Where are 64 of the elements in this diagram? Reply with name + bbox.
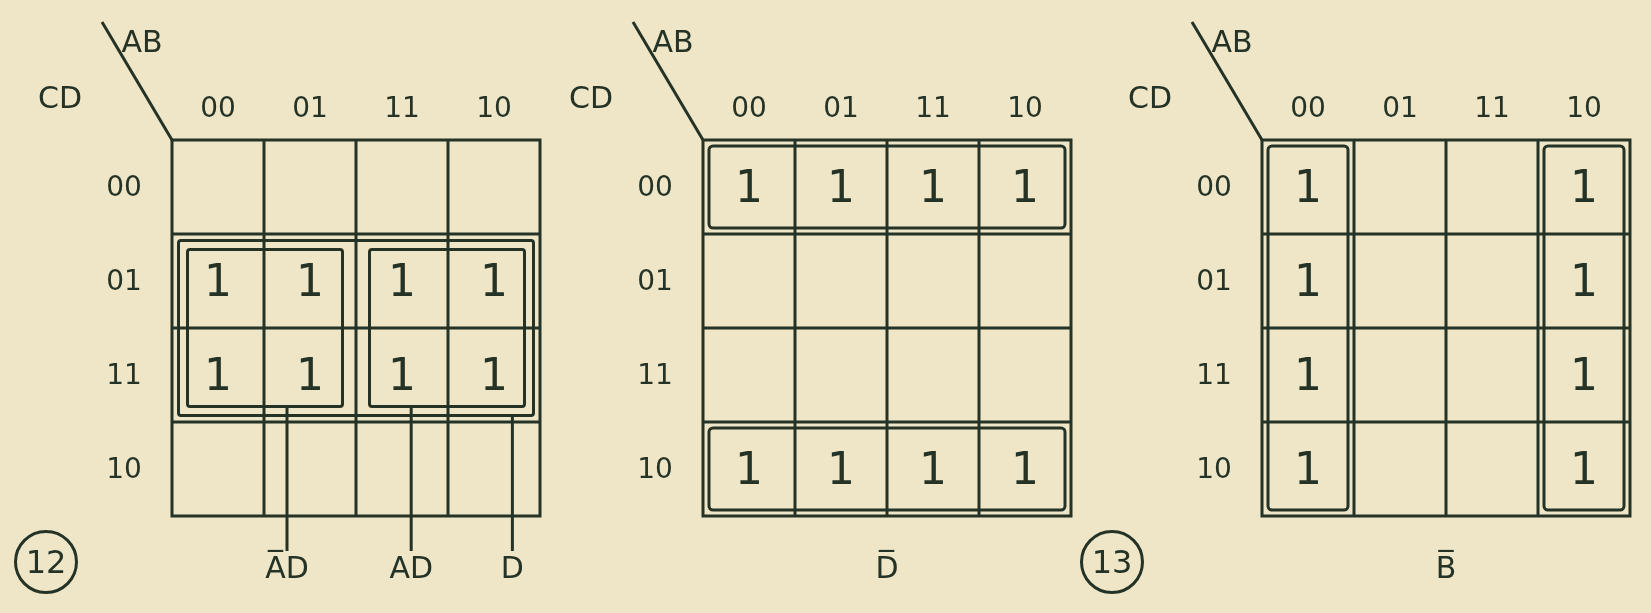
row-variables: CD [1127,83,1173,113]
column-variables: AB [121,27,163,57]
cell-value: 1 [735,165,763,209]
group-outline [368,248,526,408]
column-header: 11 [915,94,951,122]
column-header: 10 [476,94,512,122]
group-outline [177,239,535,417]
cell-value: 1 [1294,259,1322,303]
cell-value: 1 [1011,165,1039,209]
cell-value: 1 [1570,447,1598,491]
cell-value: 1 [1294,353,1322,397]
cell-value: 1 [735,447,763,491]
column-header: 10 [1007,94,1043,122]
circled-number: 13 [1080,530,1144,594]
row-variables: CD [37,83,83,113]
column-header: 01 [292,94,328,122]
cell-value: 1 [919,447,947,491]
row-header: 10 [1196,455,1232,483]
circled-number: 12 [14,530,78,594]
row-header: 11 [106,361,142,389]
column-header: 00 [731,94,767,122]
row-header: 01 [1196,267,1232,295]
cell-value: 1 [1570,259,1598,303]
row-header: 11 [637,361,673,389]
leader-line [285,408,289,551]
column-header: 01 [823,94,859,122]
cell-value: 1 [1294,165,1322,209]
column-header: 01 [1382,94,1418,122]
cell-value: 1 [1011,447,1039,491]
group-term: D [500,553,524,583]
cell-value: 1 [827,165,855,209]
cell-value: 1 [827,447,855,491]
column-header: 00 [1290,94,1326,122]
column-header: 11 [1474,94,1510,122]
row-header: 10 [637,455,673,483]
row-variables: CD [568,83,614,113]
cell-value: 1 [296,259,324,303]
column-variables: AB [1211,27,1253,57]
cell-value: 1 [1570,353,1598,397]
row-header: 00 [1196,173,1232,201]
cell-value: 1 [919,165,947,209]
leader-line [409,408,413,551]
cell-value: 1 [480,353,508,397]
group-outline [186,248,344,408]
row-header: 10 [106,455,142,483]
row-header: 01 [106,267,142,295]
cell-value: 1 [204,259,232,303]
cell-value: 1 [1570,165,1598,209]
column-header: 10 [1566,94,1602,122]
leader-line [510,417,514,551]
cell-value: 1 [204,353,232,397]
cell-value: 1 [480,259,508,303]
column-variables: AB [652,27,694,57]
row-header: 01 [637,267,673,295]
column-header: 00 [200,94,236,122]
cell-value: 1 [1294,447,1322,491]
row-header: 00 [106,173,142,201]
cell-value: 1 [296,353,324,397]
cell-value: 1 [388,259,416,303]
row-header: 00 [637,173,673,201]
row-header: 11 [1196,361,1232,389]
column-header: 11 [384,94,420,122]
group-term: AD [389,553,433,583]
cell-value: 1 [388,353,416,397]
